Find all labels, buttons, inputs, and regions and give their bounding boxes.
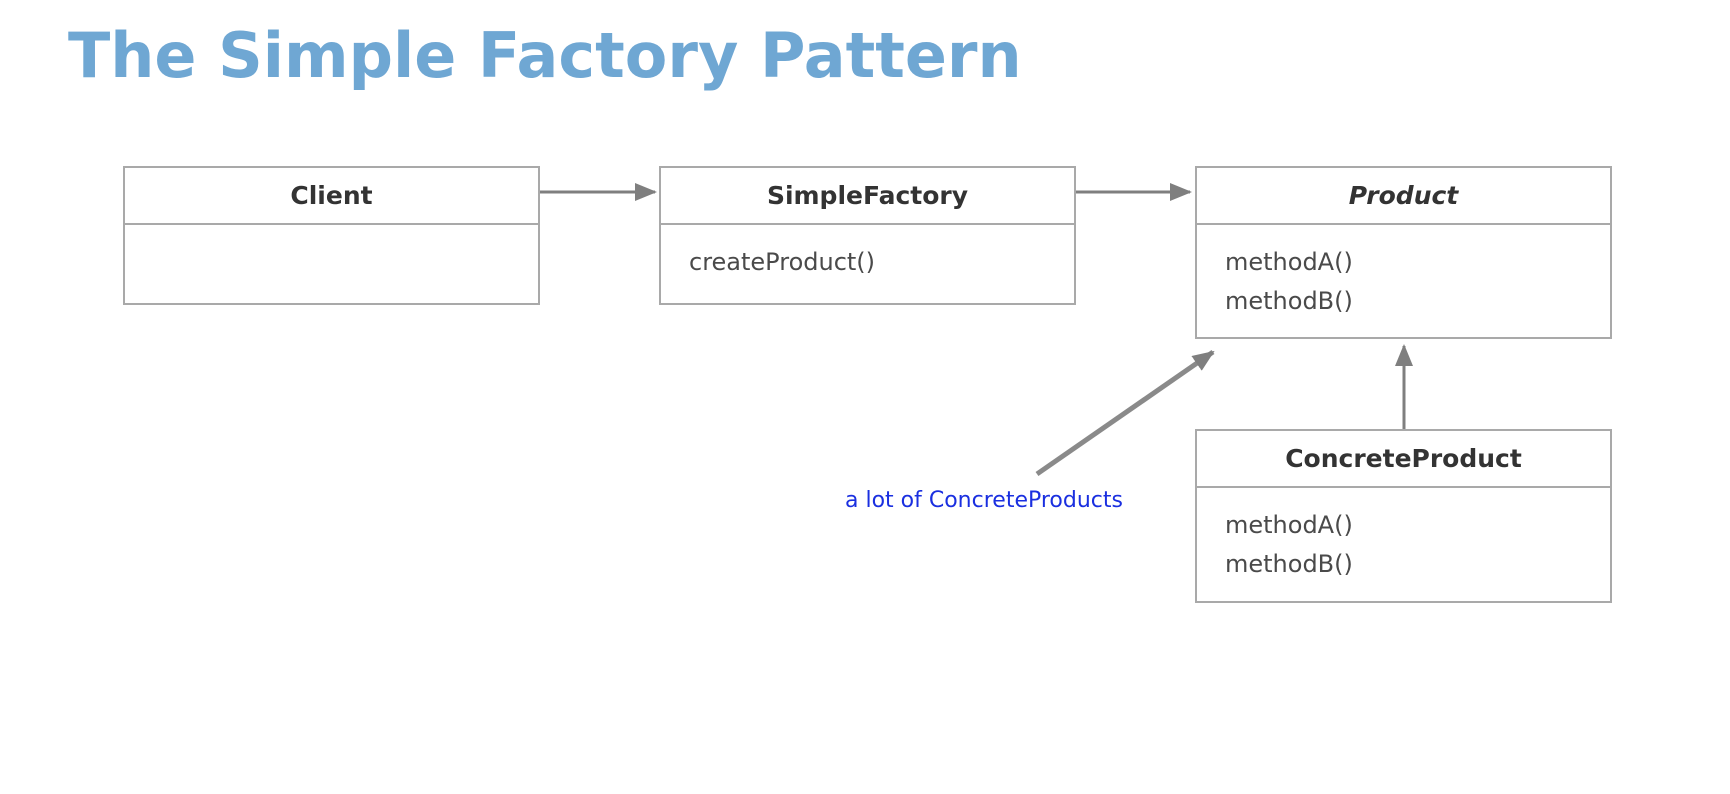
method-b: methodB()	[1225, 550, 1353, 578]
class-box-simple-factory[interactable]: SimpleFactory createProduct()	[659, 166, 1076, 305]
class-name-concrete-product: ConcreteProduct	[1197, 431, 1610, 488]
method-create-product: createProduct()	[689, 248, 876, 276]
method-a: methodA()	[1225, 511, 1353, 539]
annotation-pointer-arrow	[1035, 349, 1215, 477]
annotation-label: a lot of ConcreteProducts	[845, 488, 1123, 513]
class-methods-product: methodA() methodB()	[1197, 225, 1610, 321]
class-name-client: Client	[125, 168, 538, 225]
class-methods-simple-factory: createProduct()	[661, 225, 1074, 282]
class-methods-client	[125, 225, 538, 243]
method-a: methodA()	[1225, 248, 1353, 276]
class-name-product: Product	[1197, 168, 1610, 225]
class-methods-concrete-product: methodA() methodB()	[1197, 488, 1610, 584]
class-name-simple-factory: SimpleFactory	[661, 168, 1074, 225]
class-box-client[interactable]: Client	[123, 166, 540, 305]
slide-title: The Simple Factory Pattern	[68, 19, 1022, 92]
method-b: methodB()	[1225, 287, 1353, 315]
class-box-concrete-product[interactable]: ConcreteProduct methodA() methodB()	[1195, 429, 1612, 603]
class-box-product[interactable]: Product methodA() methodB()	[1195, 166, 1612, 339]
